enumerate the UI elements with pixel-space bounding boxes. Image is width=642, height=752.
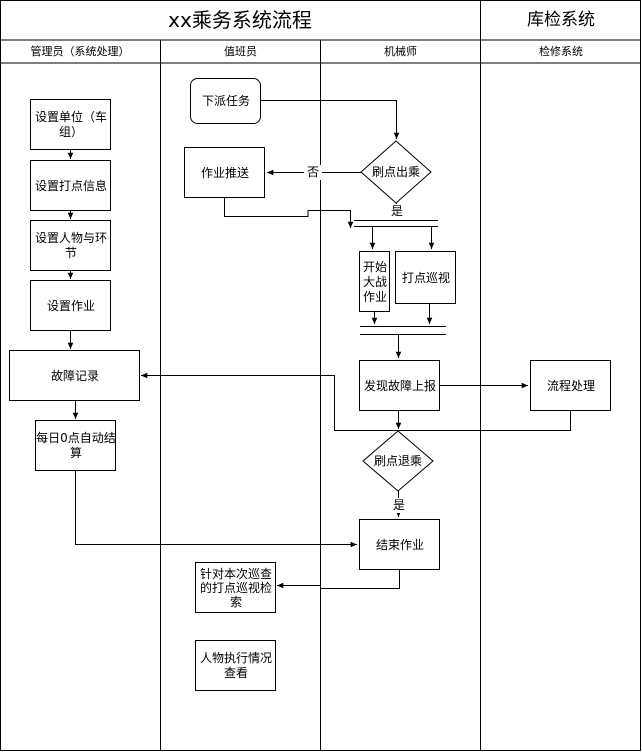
edge-flow-to-fault [141, 372, 571, 431]
node-set-checkpoint: 设置打点信息 [34, 178, 107, 193]
node-start-battle: 开始大战作业 [362, 259, 387, 304]
box-daily-settle [35, 420, 116, 471]
edge-end-to-search [277, 570, 400, 589]
box-end-job [359, 519, 440, 570]
box-start-battle [359, 251, 390, 312]
node-set-unit: 设置单位（车组） [34, 110, 107, 139]
box-job-push [184, 147, 265, 198]
lane-header-duty: 值班员 [224, 45, 257, 58]
node-patrol-search: 针对本次巡查的打点巡视检索 [199, 567, 272, 609]
node-people-view: 人物执行情况查看 [199, 651, 272, 680]
edge-label-no: 否 [304, 165, 322, 180]
box-flow-process [530, 360, 611, 411]
node-dispatch: 下派任务 [201, 94, 250, 108]
box-set-people [30, 220, 111, 271]
node-set-people: 设置人物与环节 [34, 231, 107, 260]
box-report-fault [359, 360, 440, 411]
node-swipe-out: 刷点出乘 [371, 164, 420, 179]
node-report-fault: 发现故障上报 [363, 378, 436, 393]
box-set-job [30, 280, 111, 331]
main-title: xx乘务系统流程 [168, 7, 312, 32]
box-fault-record [9, 350, 140, 401]
node-job-push: 作业推送 [200, 165, 249, 180]
lane-header-admin: 管理员（系统处理） [30, 45, 130, 58]
lane-header-mechanic: 机械师 [384, 45, 417, 58]
node-flow-process: 流程处理 [546, 378, 595, 393]
process-boxes [9, 78, 611, 691]
node-fault-record: 故障记录 [50, 368, 99, 383]
side-title: 库检系统 [527, 9, 595, 30]
connectors [67, 100, 571, 589]
box-patrol-search [195, 562, 276, 613]
box-people-view [195, 640, 276, 691]
edge-label-yes-1: 是 [388, 204, 406, 219]
edge-push-to-fork [224, 198, 354, 228]
decision-diamonds [360, 140, 434, 492]
node-end-job: 结束作业 [375, 537, 424, 552]
sync-bars [354, 220, 446, 335]
box-set-checkpoint [30, 160, 111, 211]
node-daily-settle: 每日0点自动结算 [36, 431, 116, 460]
edge-settle-to-end [75, 471, 357, 548]
box-dispatch [190, 78, 261, 124]
node-patrol: 打点巡视 [401, 270, 450, 285]
box-patrol [395, 251, 456, 304]
edge-dispatch-to-swipe [261, 100, 400, 139]
box-set-unit [30, 99, 111, 150]
node-swipe-back: 刷点退乘 [373, 453, 422, 468]
lane-header-repair: 检修系统 [539, 45, 583, 58]
edge-label-yes-2: 是 [390, 498, 408, 513]
node-set-job: 设置作业 [46, 298, 95, 313]
